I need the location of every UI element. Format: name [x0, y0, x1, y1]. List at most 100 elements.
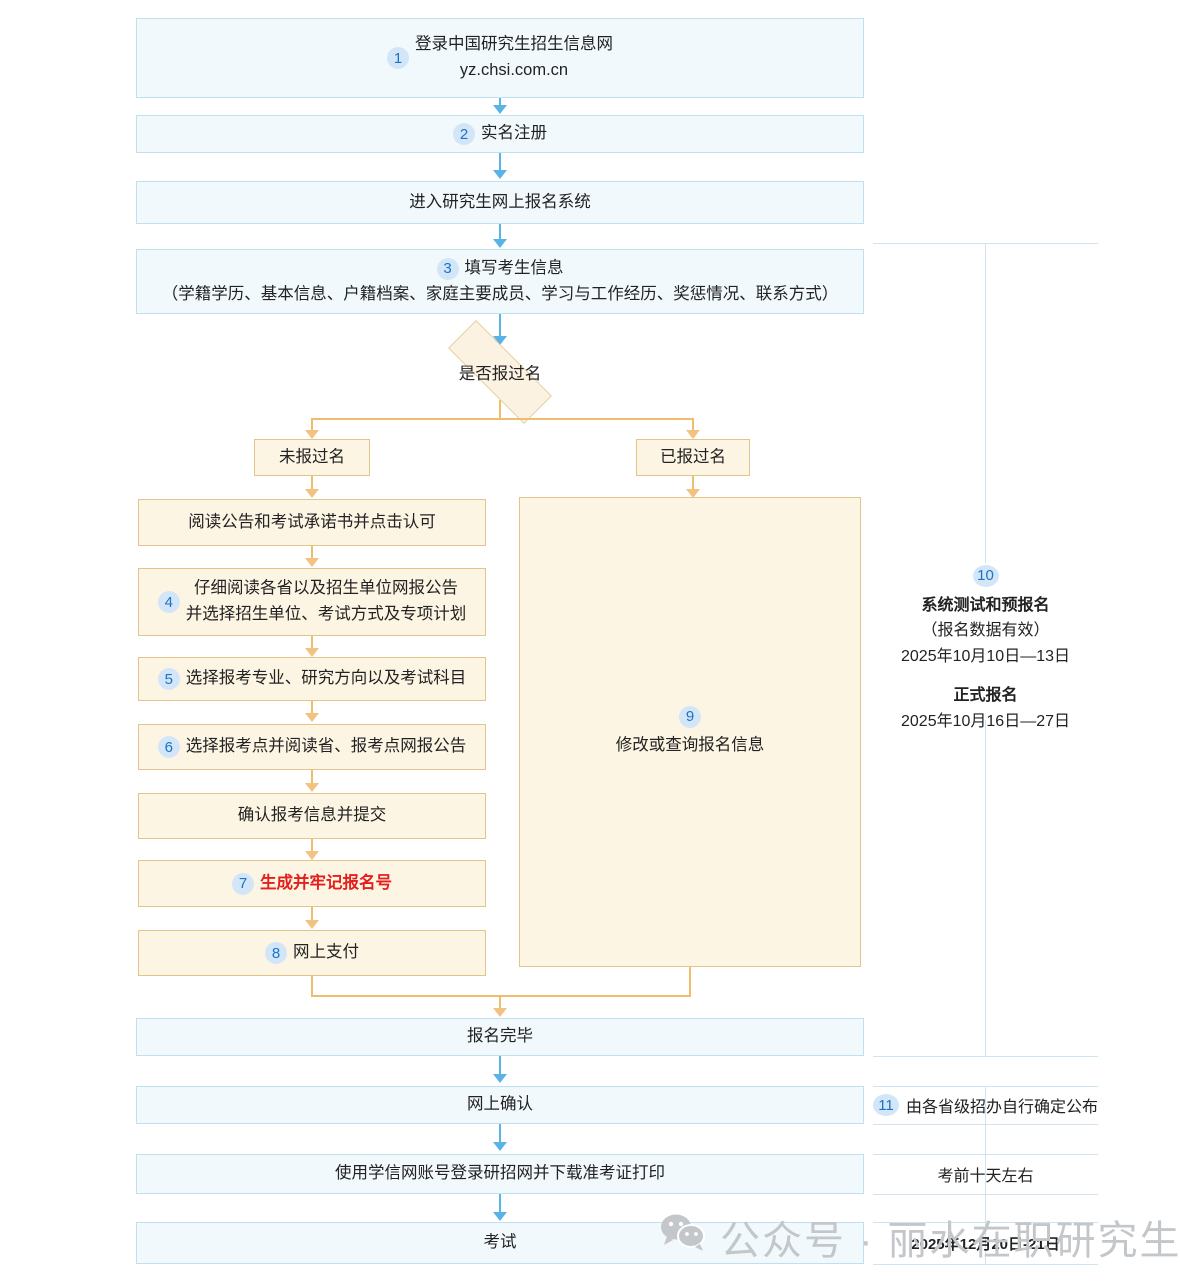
connector-2-3	[499, 153, 501, 171]
arrowhead-branch-left	[305, 489, 319, 498]
timeline-exam-date: 2025年12月20日-21日	[873, 1222, 1098, 1264]
decision-right-drop	[692, 418, 694, 432]
node-modify-query-registration-label: 修改或查询报名信息	[615, 735, 765, 754]
node-online-payment[interactable]: 8 网上支付	[138, 930, 486, 976]
node-branch-already-registered[interactable]: 已报过名	[636, 439, 750, 476]
step-badge-7: 7	[232, 872, 254, 895]
decision-has-registered[interactable]: 是否报过名	[424, 320, 576, 424]
timeline-vline-lower	[985, 720, 986, 1056]
node-online-confirmation[interactable]: 网上确认	[136, 1086, 864, 1124]
step-badge-2: 2	[453, 123, 475, 145]
arrowhead-lb2-lb3	[305, 648, 319, 657]
step-badge-8: 8	[265, 942, 287, 964]
merge-drop	[499, 995, 501, 1010]
connector-lb4-lb5	[311, 770, 313, 784]
connector-lb1-lb2	[311, 546, 313, 559]
connector-lb5-lb6	[311, 839, 313, 852]
connector-confirm-ticket	[499, 1124, 501, 1144]
connector-ticket-exam	[499, 1194, 501, 1214]
arrowhead-merge	[493, 1008, 507, 1017]
node-download-admission-ticket-label: 使用学信网账号登录研招网并下载准考证打印	[335, 1164, 665, 1183]
node-select-institution[interactable]: 4 仔细阅读各省以及招生单位网报公告 并选择招生单位、考试方式及专项计划	[138, 568, 486, 636]
node-online-payment-label: 网上支付	[293, 943, 359, 962]
node-step-3-label: 进入研究生网上报名系统	[409, 192, 591, 211]
node-select-exam-site-label: 选择报考点并阅读省、报考点网报公告	[185, 737, 467, 756]
step-badge-6: 6	[157, 736, 180, 758]
timeline-vline-upper	[985, 243, 986, 563]
connector-lb6-lb7	[311, 907, 313, 921]
arrowhead-decision-left	[305, 430, 319, 439]
node-select-institution-line2: 并选择招生单位、考试方式及专项计划	[185, 605, 467, 623]
node-step-3[interactable]: 进入研究生网上报名系统	[136, 181, 864, 224]
timeline-item-11[interactable]: 11 由各省级招办自行确定公布	[873, 1086, 1098, 1124]
step-badge-5: 5	[157, 668, 180, 690]
merge-right-stem	[689, 967, 691, 996]
step-badge-3: 3	[436, 257, 459, 280]
node-generate-registration-number[interactable]: 7 生成并牢记报名号	[138, 860, 486, 907]
node-step-4[interactable]: 3 填写考生信息 （学籍学历、基本信息、户籍档案、家庭主要成员、学习与工作经历、…	[136, 249, 864, 314]
node-select-major-label: 选择报考专业、研究方向以及考试科目	[185, 669, 467, 688]
arrowhead-ticket-exam	[493, 1212, 507, 1221]
timeline-item-10-sub1: （报名数据有效）	[921, 622, 1050, 640]
node-modify-query-registration[interactable]: 9 修改或查询报名信息	[519, 497, 861, 967]
node-confirm-submit-label: 确认报考信息并提交	[237, 806, 387, 825]
timeline-hline-top	[873, 243, 1098, 244]
step-badge-4: 4	[157, 591, 180, 613]
connector-branch-left	[311, 476, 313, 490]
timeline-item-10-spacer	[873, 670, 1098, 683]
arrowhead-lb5-lb6	[305, 851, 319, 860]
node-step-1-line1: 登录中国研究生招生信息网	[415, 35, 613, 54]
merge-left-stem	[311, 976, 313, 996]
step-badge-1: 1	[387, 47, 409, 69]
connector-lb2-lb3	[311, 636, 313, 649]
node-exam[interactable]: 考试	[136, 1222, 864, 1264]
step-badge-11: 11	[873, 1094, 899, 1116]
branch-right-label: 已报过名	[660, 447, 726, 466]
node-step-4-line2: （学籍学历、基本信息、户籍档案、家庭主要成员、学习与工作经历、奖惩情况、联系方式…	[161, 284, 839, 303]
connector-1-2	[499, 98, 501, 107]
timeline-item-10-title1: 系统测试和预报名	[921, 596, 1050, 614]
timeline-vline-bottom	[985, 1086, 986, 1264]
timeline-item-10-date2: 2025年10月16日—27日	[901, 713, 1070, 731]
arrowhead-decision-right	[686, 430, 700, 439]
node-download-admission-ticket[interactable]: 使用学信网账号登录研招网并下载准考证打印	[136, 1154, 864, 1194]
arrowhead-1-2	[493, 105, 507, 114]
node-online-confirmation-label: 网上确认	[467, 1095, 533, 1114]
timeline-item-10-date1: 2025年10月10日—13日	[901, 648, 1070, 666]
timeline-ticket-note-label: 考前十天左右	[937, 1168, 1034, 1185]
timeline-hline-exam-bottom	[873, 1264, 1098, 1265]
arrowhead-lb6-lb7	[305, 920, 319, 929]
arrowhead-3-4	[493, 239, 507, 248]
arrowhead-lb3-lb4	[305, 713, 319, 722]
arrowhead-4-decision	[493, 336, 507, 345]
timeline-hline-done-top	[873, 1056, 1098, 1057]
timeline-hline-ticket-top	[873, 1154, 1098, 1155]
decision-label: 是否报过名	[458, 365, 542, 383]
node-step-1[interactable]: 1 登录中国研究生招生信息网 yz.chsi.com.cn	[136, 18, 864, 98]
node-select-major[interactable]: 5 选择报考专业、研究方向以及考试科目	[138, 657, 486, 701]
node-select-institution-line1: 仔细阅读各省以及招生单位网报公告	[194, 579, 458, 598]
decision-split-bar	[311, 418, 693, 420]
arrowhead-confirm-ticket	[493, 1142, 507, 1151]
node-step-4-line1: 填写考生信息	[464, 258, 564, 277]
timeline-item-11-label: 由各省级招办自行确定公布	[906, 1099, 1099, 1116]
connector-3-4	[499, 224, 501, 241]
node-registration-complete[interactable]: 报名完毕	[136, 1018, 864, 1056]
timeline-item-10[interactable]: 10 系统测试和预报名 （报名数据有效） 2025年10月10日—13日 正式报…	[873, 563, 1098, 735]
step-badge-10: 10	[972, 564, 999, 587]
connector-lb3-lb4	[311, 701, 313, 714]
connector-done-confirm	[499, 1056, 501, 1076]
decision-stem	[499, 400, 501, 419]
node-select-exam-site[interactable]: 6 选择报考点并阅读省、报考点网报公告	[138, 724, 486, 770]
step-badge-9: 9	[679, 705, 701, 728]
arrowhead-lb1-lb2	[305, 558, 319, 567]
timeline-hline-confirm-bottom	[873, 1124, 1098, 1125]
node-branch-not-registered[interactable]: 未报过名	[254, 439, 370, 476]
node-step-2-label: 实名注册	[481, 124, 547, 143]
node-read-announcement[interactable]: 阅读公告和考试承诺书并点击认可	[138, 499, 486, 546]
node-generate-registration-number-label: 生成并牢记报名号	[260, 873, 392, 892]
node-registration-complete-label: 报名完毕	[467, 1027, 533, 1046]
node-confirm-submit[interactable]: 确认报考信息并提交	[138, 793, 486, 839]
node-step-2[interactable]: 2 实名注册	[136, 115, 864, 153]
